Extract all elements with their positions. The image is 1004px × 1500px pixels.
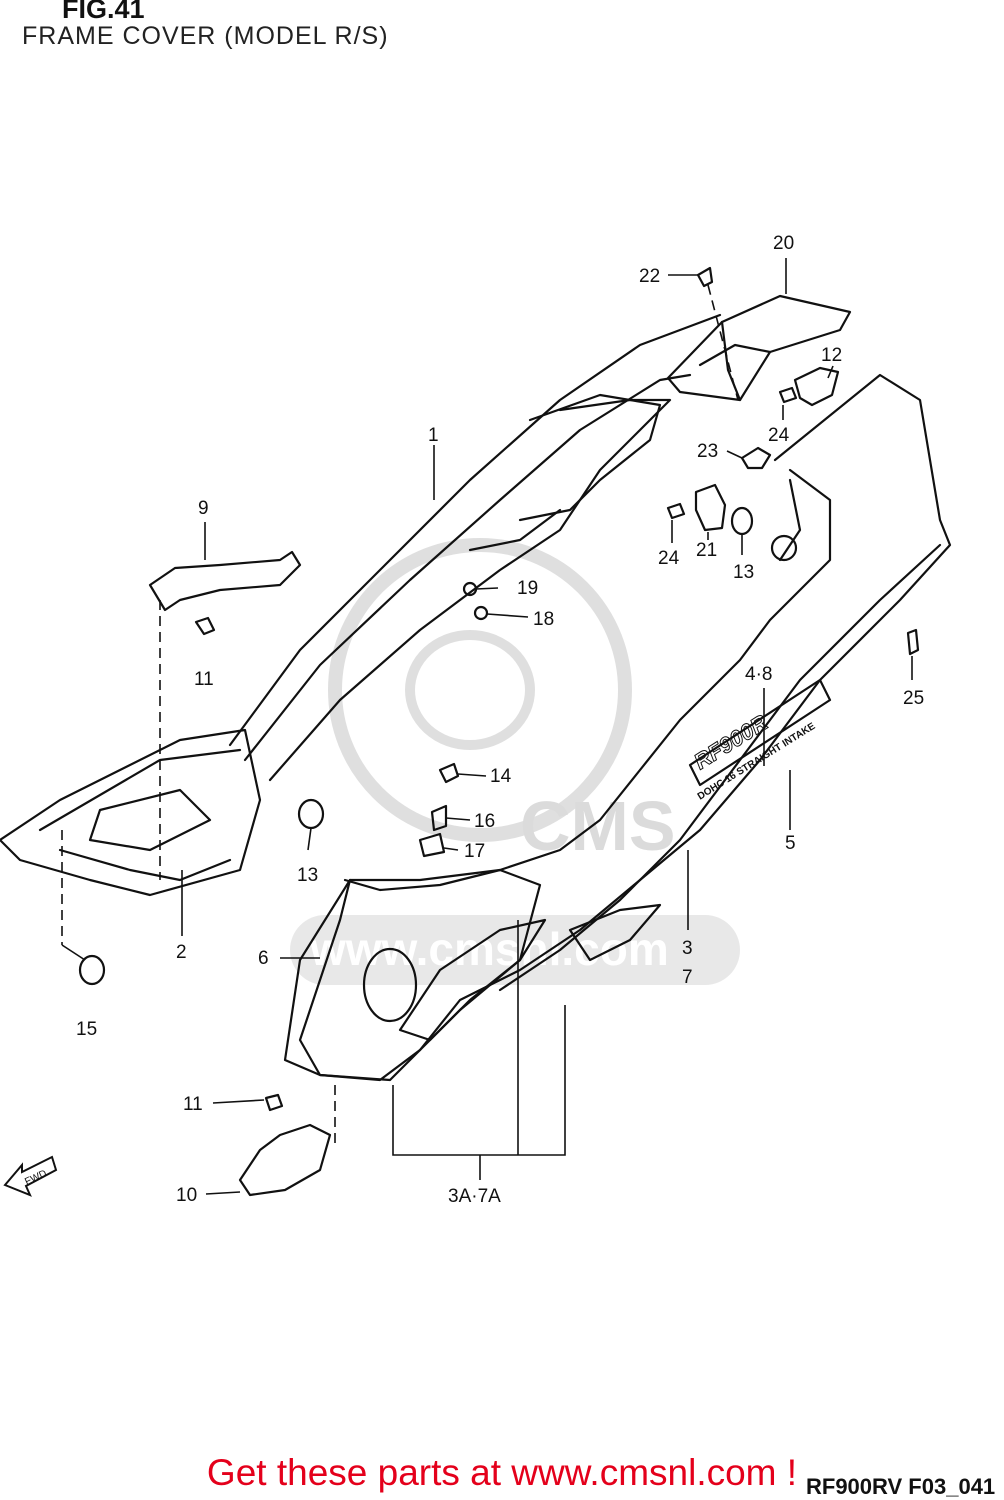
callout-12: 12 [821, 345, 842, 366]
callout-13-left: 13 [297, 865, 318, 886]
callout-16: 16 [474, 811, 495, 832]
watermark-logo: CMS [520, 787, 676, 865]
callout-11-upper: 11 [194, 669, 214, 690]
watermark-url: www.cmsnl.com [309, 923, 669, 975]
part-10-shape [238, 1123, 332, 1197]
footer-cta[interactable]: Get these parts at www.cmsnl.com ! [206, 1452, 798, 1493]
callout-19: 19 [517, 578, 538, 599]
callout-10: 10 [176, 1185, 197, 1206]
part-2-shape [0, 728, 262, 897]
part-24a-shape [778, 386, 798, 404]
callout-25: 25 [903, 688, 924, 709]
part-24b-shape [666, 502, 686, 520]
callout-18: 18 [533, 609, 554, 630]
part-11a-shape [194, 616, 216, 636]
part-16-shape [430, 804, 448, 832]
callout-15: 15 [76, 1019, 97, 1040]
callout-24-lower: 24 [658, 548, 680, 569]
callout-2: 2 [176, 942, 187, 963]
part-14-shape [438, 762, 460, 784]
part-21-shape [694, 483, 727, 532]
callout-3: 3 [682, 938, 693, 959]
part-17-shape [418, 832, 446, 858]
callout-23: 23 [697, 441, 718, 462]
callout-21: 21 [696, 540, 717, 561]
figure-title: FIG.41 [62, 0, 145, 24]
part-15-shape [78, 954, 106, 986]
callout-11-lower: 11 [183, 1094, 203, 1115]
part-12-shape [793, 366, 840, 407]
callout-13-right: 13 [733, 562, 754, 583]
callout-7: 7 [682, 967, 693, 988]
callout-3a-7a: 3A·7A [448, 1186, 501, 1207]
callout-17: 17 [464, 841, 485, 862]
part-25-shape [906, 628, 920, 656]
part-9-shape [148, 550, 302, 612]
callout-6: 6 [258, 948, 269, 969]
callout-9: 9 [198, 498, 209, 519]
callout-1: 1 [428, 425, 439, 446]
callout-5: 5 [785, 833, 796, 854]
watermark: CMS www.cmsnl.com [290, 538, 740, 985]
callout-22: 22 [639, 266, 660, 287]
figure-code: RF900RV F03_041 [806, 1474, 996, 1499]
part-20-shape [666, 294, 852, 402]
figure-subtitle: FRAME COVER (MODEL R/S) [22, 22, 389, 50]
part-13b-shape [297, 798, 325, 830]
part-22-shape [696, 266, 714, 288]
part-13a-shape [730, 506, 754, 536]
part-11b-shape [264, 1093, 284, 1112]
callout-14: 14 [490, 766, 512, 787]
callout-20: 20 [773, 233, 794, 254]
callout-4-8: 4·8 [745, 664, 772, 685]
part-23-shape [740, 446, 772, 470]
callout-24-upper: 24 [768, 425, 790, 446]
part-1-shape [228, 313, 722, 747]
part-18-shape [473, 605, 489, 621]
fwd-arrow-icon: FWD [3, 1155, 58, 1197]
